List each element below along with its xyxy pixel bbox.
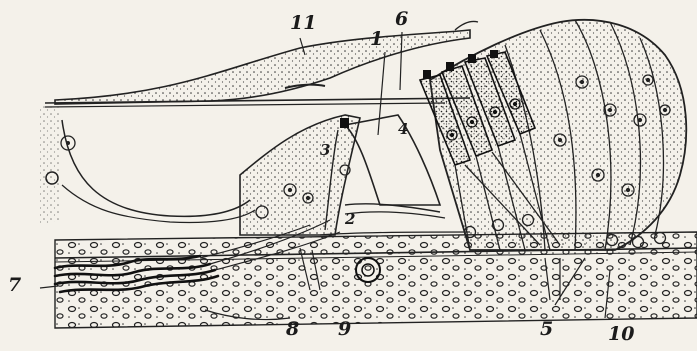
label-3: 3 — [320, 143, 330, 158]
limbus-region — [40, 103, 60, 225]
label-8: 8 — [286, 320, 299, 339]
label-7: 7 — [8, 276, 21, 295]
label-5: 5 — [540, 320, 553, 339]
label-2: 2 — [345, 212, 355, 227]
label-4: 4 — [398, 122, 408, 137]
label-9: 9 — [338, 320, 351, 339]
label-10: 10 — [608, 325, 634, 344]
label-11: 11 — [290, 14, 316, 33]
label-6: 6 — [395, 10, 408, 29]
label-1: 1 — [370, 30, 383, 49]
